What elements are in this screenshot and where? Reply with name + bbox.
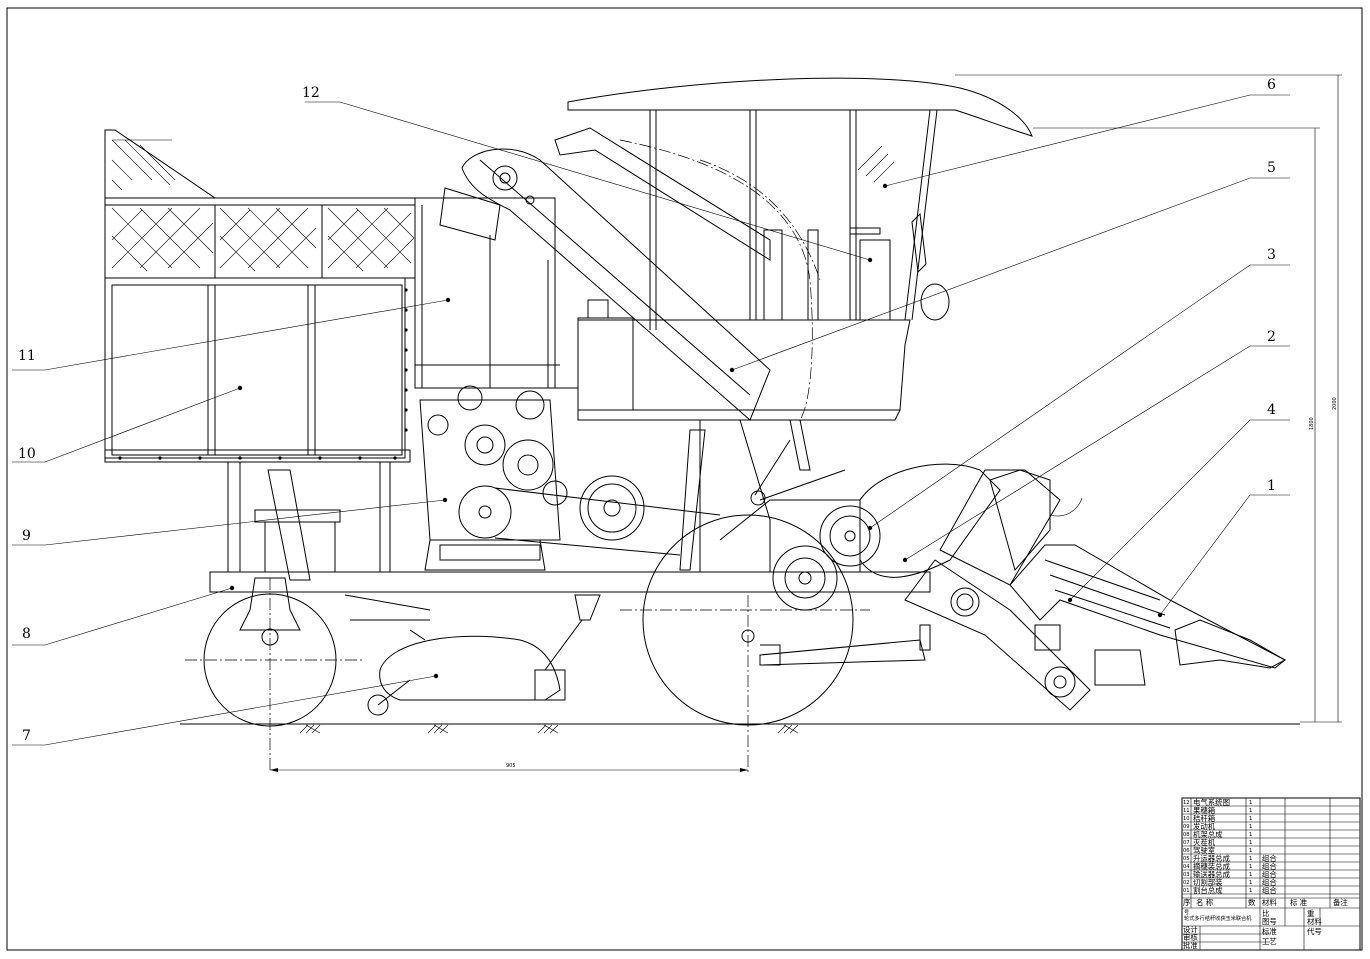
callout-6: 6 xyxy=(1267,77,1276,93)
part-name: 灭茬机 xyxy=(1193,838,1216,847)
callout-1: 1 xyxy=(1267,478,1276,494)
part-name: 升运器总成 xyxy=(1193,854,1231,863)
scale-label: 图号 xyxy=(1262,917,1277,926)
part-qty: 1 xyxy=(1249,800,1252,806)
cabin-assembly xyxy=(567,77,1033,421)
leader-lines xyxy=(12,94,1290,746)
callout-10: 10 xyxy=(18,446,36,462)
dimension-wheelbase: 905 xyxy=(506,763,516,769)
title-block xyxy=(1181,797,1361,951)
header-standard: 标 准 xyxy=(1290,898,1308,907)
callout-7: 7 xyxy=(22,728,31,744)
part-qty: 1 xyxy=(1249,872,1252,878)
part-no: 03 xyxy=(1183,872,1190,878)
header-seq: 序 xyxy=(1183,898,1191,907)
header-material: 材料 xyxy=(1262,898,1277,907)
part-no: 01 xyxy=(1183,888,1190,894)
part-name: 秸秆箱 xyxy=(1193,814,1215,823)
part-qty: 1 xyxy=(1249,864,1252,870)
part-name: 驾驶室 xyxy=(1193,846,1215,855)
code-label: 代号 xyxy=(1307,927,1322,936)
weight-label: 重 xyxy=(1307,909,1314,918)
check-label: 审核 xyxy=(1183,933,1198,942)
header-assembly xyxy=(759,463,1287,711)
parts-list: 12 电气系统图 1 11 果穗箱 1 10 秸秆箱 1 09 发动机 1 08… xyxy=(1183,798,1277,895)
dimension-cab-height: 1800 xyxy=(1309,417,1315,430)
header-remark: 备注 xyxy=(1333,898,1348,907)
part-no: 04 xyxy=(1183,864,1190,870)
callout-11: 11 xyxy=(18,348,36,364)
front-wheel xyxy=(620,514,870,775)
ratio-label: 比 xyxy=(1262,909,1269,918)
header-qty: 数 xyxy=(1248,898,1256,907)
part-qty: 1 xyxy=(1249,888,1252,894)
callout-5: 5 xyxy=(1267,160,1276,176)
part-name: 切割部装 xyxy=(1193,878,1223,887)
part-no: 07 xyxy=(1183,840,1190,846)
craft-label: 工艺 xyxy=(1262,937,1277,946)
part-no: 06 xyxy=(1183,848,1190,854)
main-frame xyxy=(209,419,931,593)
part-qty: 1 xyxy=(1249,880,1252,886)
part-qty: 1 xyxy=(1249,832,1252,838)
part-material: 组合 xyxy=(1262,878,1277,887)
part-name: 电气系统图 xyxy=(1193,798,1230,807)
elevator-conveyor xyxy=(439,127,771,421)
part-no: 09 xyxy=(1183,824,1190,830)
parts-list-header: 序 名 称 数 材料 标 准 备注 xyxy=(1183,898,1348,907)
grain-bin xyxy=(414,197,578,389)
drawn-label: 设计 xyxy=(1183,925,1198,934)
sheet-border xyxy=(6,7,1363,951)
callout-2: 2 xyxy=(1267,329,1276,345)
callout-12: 12 xyxy=(302,85,320,101)
part-name: 果穗箱 xyxy=(1193,806,1215,815)
rear-wheel xyxy=(185,577,365,770)
part-qty: 1 xyxy=(1249,840,1252,846)
header-name: 名 称 xyxy=(1196,898,1214,907)
callout-9: 9 xyxy=(22,528,31,544)
part-qty: 1 xyxy=(1249,848,1252,854)
part-no: 08 xyxy=(1183,832,1190,838)
title-area: 号 轮式多行秸秆收获玉米联合机 比 重 材料 图号 设计 审核 批准 标准 代号… xyxy=(1183,909,1322,950)
part-no: 12 xyxy=(1183,800,1190,806)
part-qty: 1 xyxy=(1249,808,1252,814)
straw-bin xyxy=(104,129,416,463)
callout-8: 8 xyxy=(22,626,31,642)
part-material: 组合 xyxy=(1262,870,1277,879)
part-material: 组合 xyxy=(1262,886,1277,895)
part-name: 输送器总成 xyxy=(1193,870,1231,879)
part-qty: 1 xyxy=(1249,824,1252,830)
sheet-label: 号 xyxy=(1184,909,1189,916)
leader-dots xyxy=(229,183,1163,679)
linkages xyxy=(679,419,846,571)
dimension-overall-height: 2000 xyxy=(1332,397,1338,410)
part-name: 割台总成 xyxy=(1193,886,1223,895)
engine xyxy=(419,385,721,571)
stubble-crusher xyxy=(344,594,601,716)
part-qty: 1 xyxy=(1249,856,1252,862)
part-name: 摘穗装总成 xyxy=(1193,862,1231,871)
material-label: 材料 xyxy=(1307,917,1322,926)
part-qty: 1 xyxy=(1249,816,1252,822)
part-material: 组合 xyxy=(1262,854,1277,863)
std-label: 标准 xyxy=(1262,927,1277,936)
approve-label: 批准 xyxy=(1183,941,1198,950)
dimension-lines xyxy=(270,74,1342,772)
ground-hatch xyxy=(299,724,799,734)
part-material: 组合 xyxy=(1262,862,1277,871)
part-name: 机架总成 xyxy=(1193,830,1223,839)
part-no: 11 xyxy=(1183,808,1190,814)
part-no: 05 xyxy=(1183,856,1190,862)
part-no: 10 xyxy=(1183,816,1190,822)
part-name: 发动机 xyxy=(1193,822,1216,831)
part-no: 02 xyxy=(1183,880,1190,886)
drawing-title: 轮式多行秸秆收获玉米联合机 xyxy=(1184,914,1252,922)
callout-4: 4 xyxy=(1267,402,1276,418)
callout-3: 3 xyxy=(1267,247,1276,263)
